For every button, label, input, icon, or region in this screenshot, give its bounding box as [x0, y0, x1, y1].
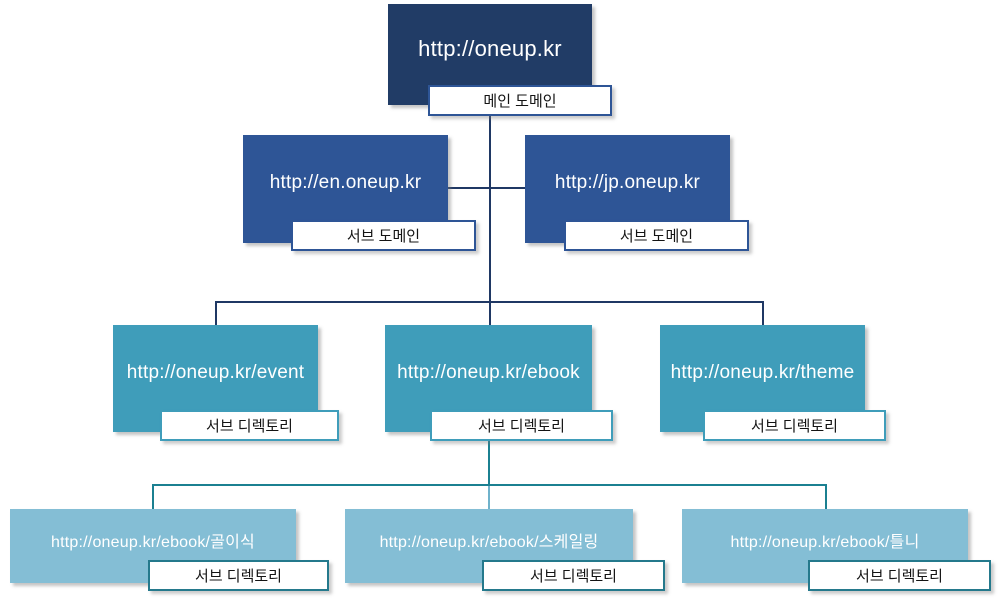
node-subdomain-jp-label: 서브 도메인 — [564, 220, 749, 251]
connector-subdirectory-drop-right — [762, 301, 764, 325]
label-text: 서브 디렉토리 — [206, 418, 293, 435]
node-url: http://oneup.kr/event — [126, 361, 305, 383]
connector-deep-directory-drop-right — [825, 484, 827, 509]
connector-ebook-vertical — [488, 441, 490, 486]
node-subdirectory-theme-label: 서브 디렉토리 — [703, 410, 886, 441]
node-url: http://oneup.kr/theme — [670, 361, 855, 383]
connector-deep-directory-drop-middle — [488, 486, 490, 509]
label-text: 서브 디렉토리 — [856, 568, 943, 585]
node-deep-directory-bone-graft-label: 서브 디렉토리 — [148, 560, 329, 591]
node-url: http://en.oneup.kr — [269, 172, 422, 193]
label-text: 서브 디렉토리 — [751, 418, 838, 435]
label-text: 서브 도메인 — [619, 228, 694, 245]
node-subdirectory-event-label: 서브 디렉토리 — [160, 410, 339, 441]
connector-root-vertical — [489, 116, 491, 325]
node-url: http://oneup.kr/ebook — [397, 361, 580, 383]
label-text: 서브 도메인 — [346, 228, 421, 245]
node-deep-directory-dentures-label: 서브 디렉토리 — [808, 560, 991, 591]
node-url: http://oneup.kr — [418, 35, 562, 61]
label-text: 서브 디렉토리 — [530, 568, 617, 585]
connector-subdirectory-drop-left — [215, 301, 217, 325]
label-text: 메인 도메인 — [483, 93, 557, 110]
node-subdomain-en-label: 서브 도메인 — [291, 220, 476, 251]
node-url: http://oneup.kr/ebook/골이식 — [51, 534, 255, 551]
connector-subdirectory-bus — [215, 301, 764, 303]
connector-subdomains-horizontal — [448, 187, 525, 189]
node-url: http://oneup.kr/ebook/틀니 — [730, 534, 920, 551]
node-main-domain-label: 메인 도메인 — [428, 85, 612, 116]
node-subdirectory-ebook-label: 서브 디렉토리 — [430, 410, 613, 441]
node-url: http://oneup.kr/ebook/스케일링 — [379, 534, 599, 551]
node-url: http://jp.oneup.kr — [554, 172, 701, 193]
connector-deep-directory-bus — [152, 484, 827, 486]
connector-deep-directory-drop-left — [152, 484, 154, 509]
node-deep-directory-scaling-label: 서브 디렉토리 — [482, 560, 665, 591]
label-text: 서브 디렉토리 — [478, 418, 565, 435]
label-text: 서브 디렉토리 — [195, 568, 282, 585]
